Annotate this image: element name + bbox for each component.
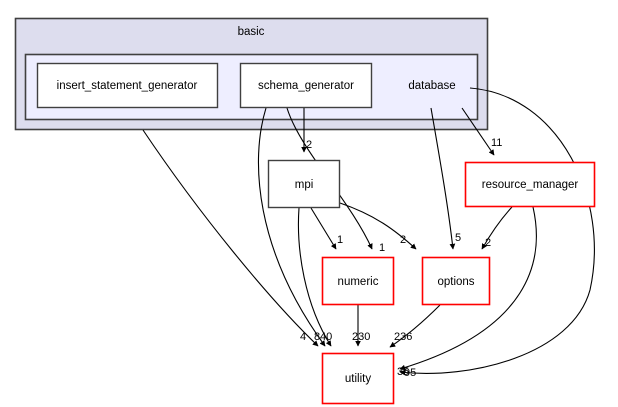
edge-label-database-utility: 95 xyxy=(404,367,416,379)
edge-label-schema-utility: 8 xyxy=(314,331,320,343)
node-resource-manager-label: resource_manager xyxy=(482,179,579,191)
node-numeric[interactable]: numeric xyxy=(321,256,395,306)
edge-label-schema-mpi: 2 xyxy=(306,139,312,151)
edge-database-to-options[interactable]: 5 xyxy=(430,107,461,250)
edge-label-isg-utility: 4 xyxy=(300,331,306,343)
node-utility[interactable]: utility xyxy=(321,352,395,405)
node-utility-label: utility xyxy=(345,373,371,385)
edge-mpi-to-utility[interactable]: 40 xyxy=(297,207,332,347)
edge-mpi-to-numeric[interactable]: 1 xyxy=(310,207,343,250)
node-schema-generator-rect xyxy=(239,62,373,109)
node-utility-rect xyxy=(321,352,395,405)
node-options-label: options xyxy=(437,276,474,288)
node-database-label: database xyxy=(408,80,455,92)
node-numeric-label: numeric xyxy=(338,276,379,288)
node-mpi-rect xyxy=(267,159,341,209)
edge-mpi-to-options[interactable]: 2 xyxy=(339,202,417,250)
node-mpi-label: mpi xyxy=(295,179,314,191)
edge-label-database-resource-manager: 11 xyxy=(491,137,502,149)
edge-insert-statement-generator-to-utility[interactable]: 4 xyxy=(142,129,319,347)
edge-label-numeric-utility: 230 xyxy=(352,331,370,343)
edge-label-mpi-numeric: 1 xyxy=(337,234,343,246)
node-numeric-rect xyxy=(321,256,395,306)
edge-database-to-resource-manager[interactable]: 11 xyxy=(461,107,502,156)
edge-schema-generator-to-utility[interactable]: 8 xyxy=(257,107,326,347)
edge-label-mpi-options: 2 xyxy=(400,234,406,246)
edge-label-options-utility: 236 xyxy=(394,331,412,343)
node-insert-statement-generator-rect xyxy=(36,62,219,109)
cluster-basic-label: basic xyxy=(238,26,265,38)
edge-label-mpi-utility: 40 xyxy=(320,331,332,343)
edge-label-database-options: 5 xyxy=(455,232,461,244)
node-resource-manager[interactable]: resource_manager xyxy=(464,161,596,208)
node-database-current: database xyxy=(408,80,455,92)
node-insert-statement-generator[interactable]: insert_statement_generator xyxy=(36,62,219,109)
node-schema-generator[interactable]: schema_generator xyxy=(239,62,373,109)
edge-database-to-utility[interactable]: 95 xyxy=(399,87,595,379)
node-mpi[interactable]: mpi xyxy=(267,159,341,209)
node-options-rect xyxy=(421,256,491,306)
edge-options-to-utility[interactable]: 236 xyxy=(389,304,441,348)
edge-label-schema-numeric: 1 xyxy=(379,242,385,254)
edge-resource-manager-to-options[interactable]: 2 xyxy=(481,206,513,250)
node-schema-generator-label: schema_generator xyxy=(258,80,354,92)
edge-label-resource-manager-options: 2 xyxy=(485,237,491,249)
edge-numeric-to-utility[interactable]: 230 xyxy=(352,305,370,347)
node-resource-manager-rect xyxy=(464,161,596,208)
edge-schema-generator-to-mpi[interactable]: 2 xyxy=(301,108,312,153)
node-options[interactable]: options xyxy=(421,256,491,306)
node-insert-statement-generator-label: insert_statement_generator xyxy=(57,80,198,92)
